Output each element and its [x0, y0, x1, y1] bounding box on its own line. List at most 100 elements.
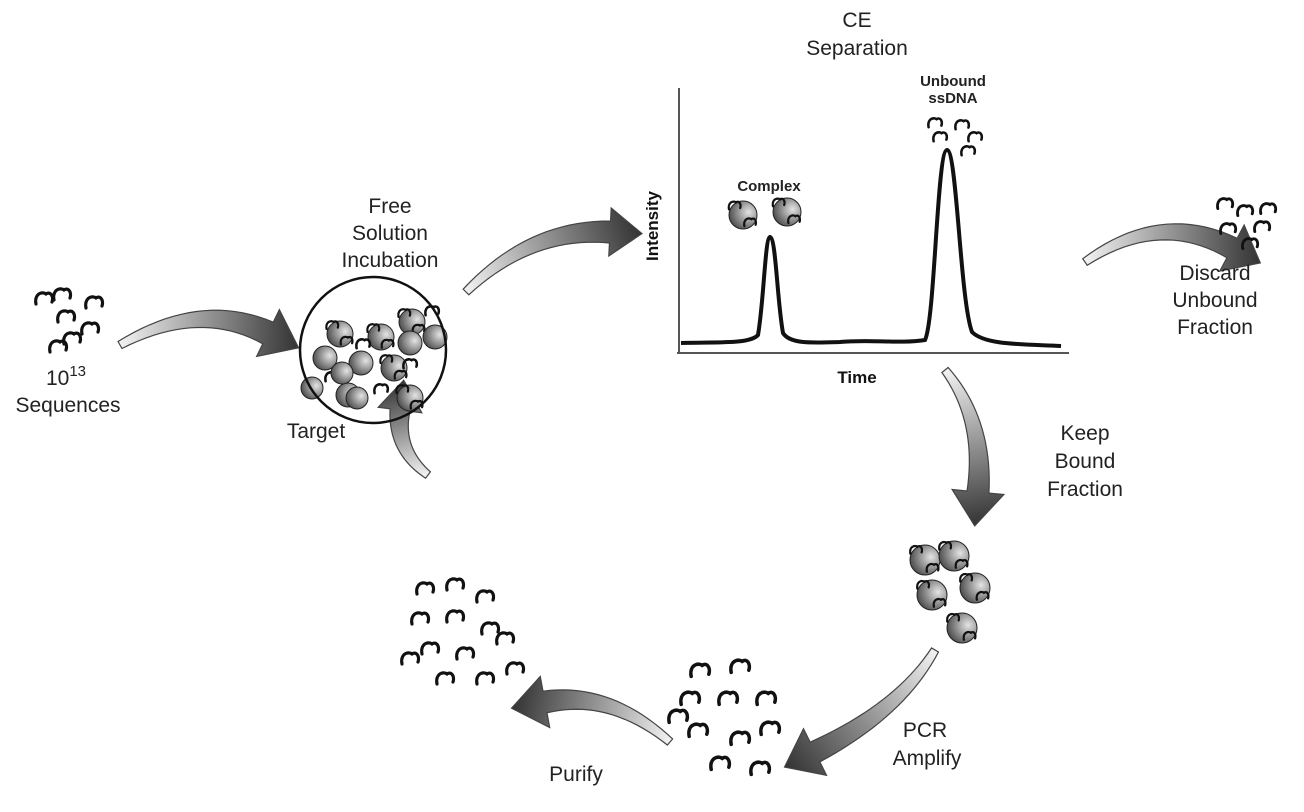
ssdna-strand-icon [355, 338, 372, 350]
ssdna-strand-icon [689, 662, 712, 679]
ssdna-strand-icon [938, 540, 953, 551]
ssdna-strand-icon [339, 335, 354, 346]
ssdna-strand-icon [959, 572, 974, 583]
complex-icon [909, 544, 941, 576]
ssdna-strand-icon [415, 581, 436, 596]
ssdna-strand-icon [743, 217, 758, 228]
pcr-label-1: PCR [903, 719, 947, 742]
complex-icon [367, 323, 395, 351]
discard-label-2: Unbound [1172, 289, 1257, 312]
ssdna-strand-icon [1236, 204, 1255, 218]
discard-label-1: Discard [1179, 262, 1250, 285]
complex-icon [946, 612, 978, 644]
ssdna-strand-icon [679, 690, 702, 707]
incubation-label-2: Solution [352, 222, 428, 245]
ssdna-strand-icon [727, 200, 742, 211]
arrow-keep-to-pcr [783, 647, 940, 777]
ssdna-strand-icon [1219, 222, 1238, 236]
ssdna-strand-icon [960, 145, 977, 157]
ssdna-strand-icon [84, 295, 105, 310]
ssdna-strand-icon [717, 690, 740, 707]
ssdna-strand-icon [967, 131, 984, 143]
ssdna-strand-icon [495, 631, 516, 646]
ssdna-strand-icon [787, 214, 802, 225]
ssdna-strand-icon [455, 646, 476, 661]
complex-icon [916, 579, 948, 611]
molecule-illustrations [34, 117, 1278, 777]
target-sphere-icon [348, 350, 374, 376]
ssdna-strand-icon [393, 369, 408, 380]
ssdna-strand-icon [1253, 220, 1272, 234]
ssdna-strand-icon [34, 291, 55, 306]
unbound-label-line2: ssDNA [928, 90, 977, 107]
title-line1: CE [842, 9, 871, 32]
ssdna-strand-icon [1259, 202, 1278, 216]
ssdna-strand-icon [729, 730, 752, 747]
ssdna-strand-icon [916, 579, 931, 590]
target-sphere-icon [397, 330, 423, 356]
ssdna-strand-icon [410, 611, 431, 626]
ssdna-strand-icon [475, 589, 496, 604]
ssdna-strand-icon [56, 309, 77, 324]
ssdna-strand-icon [435, 671, 456, 686]
arrow-ce-to-keep [941, 366, 1006, 527]
ssdna-strand-icon [80, 321, 101, 336]
y-axis-label: Intensity [643, 191, 662, 261]
purify-label: Purify [549, 763, 603, 786]
ssdna-strand-icon [946, 612, 961, 623]
complex-icon [396, 384, 424, 412]
library-label: Sequences [15, 394, 120, 417]
ssdna-strand-icon [475, 671, 496, 686]
complex-icon [326, 320, 354, 348]
keep-label-1: Keep [1060, 422, 1109, 445]
target-sphere-icon [345, 386, 369, 410]
arrow-pcr-to-purify [510, 675, 674, 746]
pcr-label-2: Amplify [893, 747, 962, 770]
ssdna-strand-icon [373, 383, 390, 395]
ssdna-strand-icon [411, 323, 426, 334]
target-sphere-icon [330, 361, 354, 385]
ssdna-strand-icon [925, 562, 940, 573]
ssdna-strand-icon [420, 641, 441, 656]
ssdna-strand-icon [771, 197, 786, 208]
ssdna-strand-icon [480, 621, 501, 636]
ssdna-strand-icon [954, 119, 971, 131]
incubation-label-1: Free [368, 195, 411, 218]
title-line2: Separation [806, 37, 908, 60]
ssdna-strand-icon [1216, 197, 1235, 211]
ssdna-strand-icon [48, 339, 69, 354]
complex-icon [728, 200, 758, 230]
ssdna-strand-icon [52, 287, 73, 302]
ssdna-strand-icon [325, 320, 340, 331]
ssdna-strand-icon [402, 358, 419, 370]
ssdna-strand-icon [687, 722, 710, 739]
unbound-label-line1: Unbound [920, 73, 986, 90]
ssdna-strand-icon [975, 590, 990, 601]
ssdna-strand-icon [759, 720, 782, 737]
arrow-incubation-to-ce [462, 206, 643, 296]
ssdna-strand-icon [932, 131, 949, 143]
complex-icon [772, 197, 802, 227]
incubation-label-3: Incubation [342, 249, 439, 272]
electropherogram: CE Separation Unbound ssDNA Complex Inte… [643, 9, 1069, 387]
ssdna-strand-icon [445, 577, 466, 592]
complex-icon [380, 354, 408, 382]
ssdna-strand-icon [954, 558, 969, 569]
trace-line [680, 147, 1062, 348]
ssdna-strand-icon [1241, 237, 1260, 251]
target-sphere-icon [422, 324, 448, 350]
ssdna-strand-icon [667, 708, 690, 725]
library-size-label: 1013 [46, 363, 86, 390]
ssdna-strand-icon [62, 331, 83, 346]
complex-icon [959, 572, 991, 604]
ssdna-strand-icon [395, 384, 410, 395]
complex-label: Complex [737, 178, 801, 195]
arrow-library-to-incubation [117, 308, 300, 358]
keep-label-2: Bound [1055, 450, 1116, 473]
ssdna-strand-icon [379, 354, 394, 365]
arrow-ce-to-discard [1081, 223, 1262, 272]
ssdna-strand-icon [380, 338, 395, 349]
ssdna-strand-icon [755, 690, 778, 707]
